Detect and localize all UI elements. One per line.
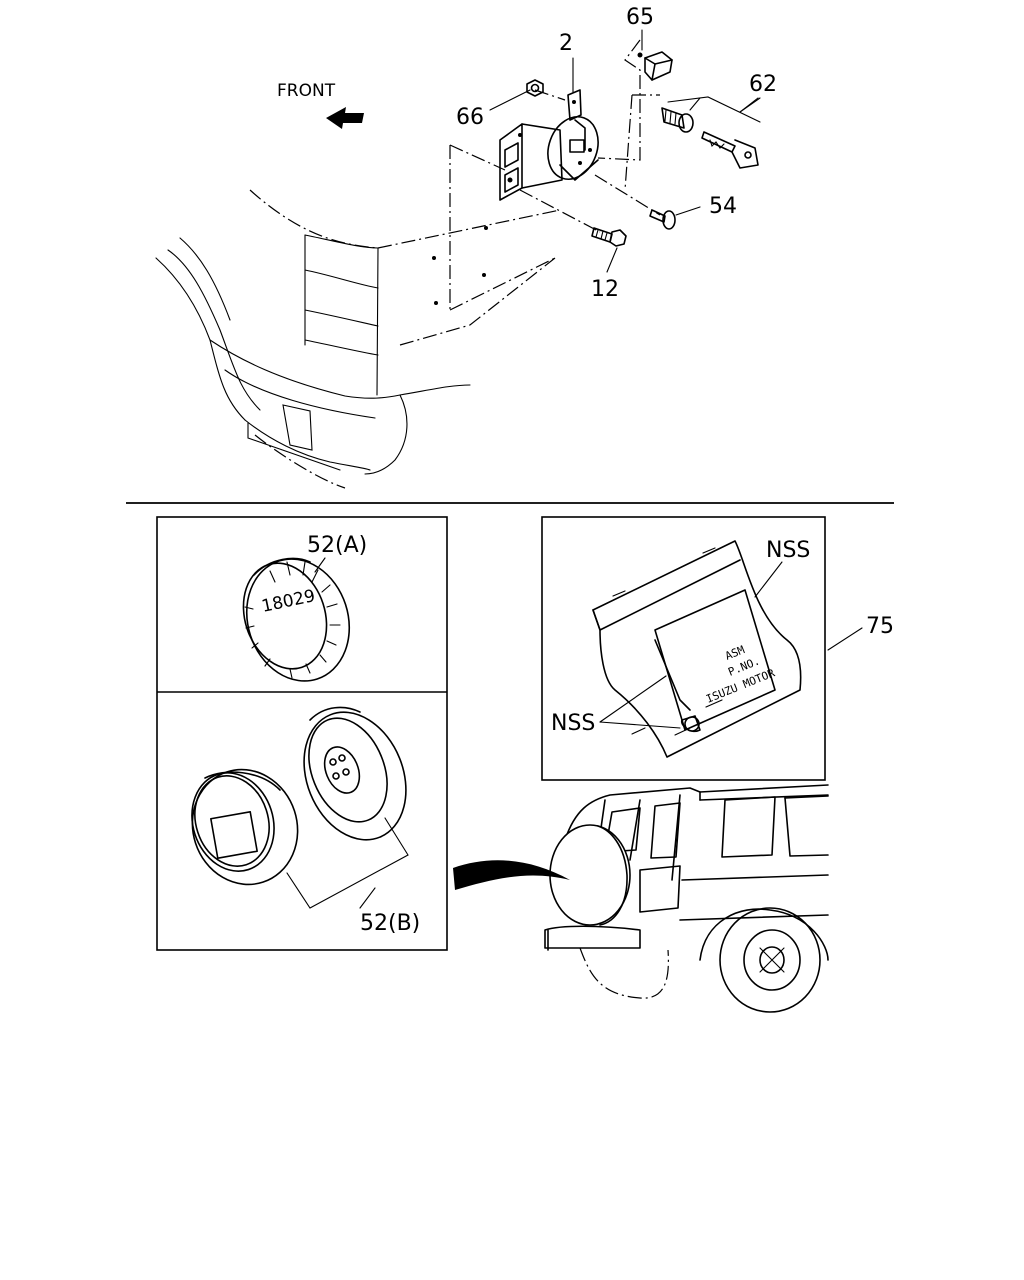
label-75: 75: [866, 614, 894, 639]
leader-75: [827, 627, 863, 651]
cover-stamp: 18029: [260, 586, 317, 617]
leader-lines-top: [489, 29, 761, 273]
carrier-bracket: [499, 89, 599, 201]
lock-cap: [637, 51, 673, 81]
front-arrow-icon: [326, 107, 364, 129]
assembly-phantom-lines: [519, 39, 661, 233]
label-plate-box: [541, 516, 826, 781]
leader-nss-top: [754, 561, 783, 598]
label-12: 12: [591, 277, 619, 302]
leader-52a: [314, 557, 326, 573]
leader-52b: [286, 817, 409, 909]
hard-spare-tire-cover: [191, 768, 299, 886]
leader-nss-bottom: [599, 675, 681, 729]
label-65: 65: [626, 5, 654, 30]
label-62: 62: [749, 72, 777, 97]
label-nss-bottom: NSS: [551, 711, 595, 736]
lock-cylinder-and-key: [661, 96, 761, 169]
callout-arrow: [453, 860, 570, 890]
spare-cover-box: [156, 516, 448, 951]
soft-spare-tire-cover: 18029: [242, 557, 351, 682]
spare-cover-backing-plate: [303, 706, 407, 841]
bolt-54: [649, 209, 676, 230]
bolt-12: [591, 227, 627, 247]
label-52a: 52(A): [307, 533, 367, 558]
label-nss-top: NSS: [766, 538, 810, 563]
label-52b: 52(B): [360, 911, 420, 936]
label-plate-bracket: [592, 540, 802, 758]
label-66: 66: [456, 105, 484, 130]
label-2: 2: [559, 31, 573, 56]
front-label: FRONT: [277, 81, 336, 101]
label-54: 54: [709, 194, 737, 219]
nut: [526, 79, 544, 97]
vehicle-rear-view: [544, 784, 829, 1013]
vehicle-rear-body: [155, 144, 561, 489]
